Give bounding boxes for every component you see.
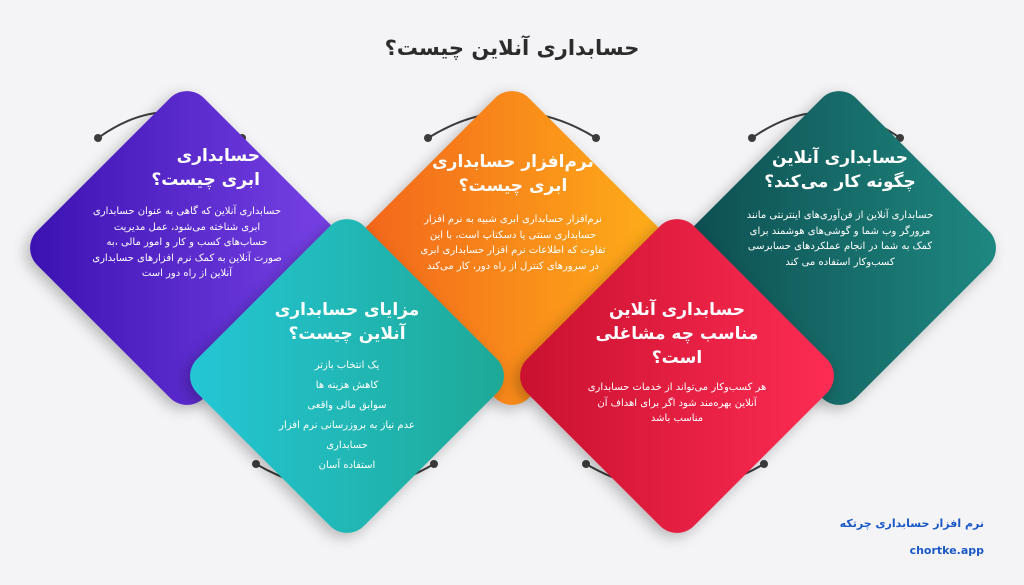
card-cloud-title-line2: ابری چیست؟ [151,170,260,190]
card-how-title-line1: حسابداری آنلاین [771,148,909,168]
card-cloud-text: حسابداری آنلاین که گاهی به عنوان حسابدار… [92,206,282,279]
card-jobs-text: هر کسب‌وکار می‌تواند از خدمات حسابداری آ… [587,382,767,424]
card-jobs-title-line3: است؟ [651,348,703,368]
card-benefits: مزایای حسابداری آنلاین چیست؟ یک انتخاب ب… [252,298,442,476]
card-benefits-title-line1: مزایای حسابداری [274,300,420,320]
card-software-title-line1: نرم‌افزار حسابداری [432,152,594,172]
card-cloud-software: نرم‌افزار حسابداری ابری چیست؟ نرم‌افزار … [418,150,608,274]
card-cloud-title-line1: حسابداری [176,146,260,166]
benefit-item: سوابق مالی واقعی [307,400,387,411]
page-title: حسابداری آنلاین چیست؟ [384,36,640,60]
card-jobs-title-line2: مناسب چه مشاغلی [595,324,759,344]
card-software-title: نرم‌افزار حسابداری ابری چیست؟ [418,150,608,198]
card-jobs-title-line1: حسابداری آنلاین [608,300,746,320]
card-how-title: حسابداری آنلاین چگونه کار می‌کند؟ [745,146,935,194]
card-jobs-title: حسابداری آنلاین مناسب چه مشاغلی است؟ [582,298,772,370]
benefit-item: حسابداری [326,440,368,451]
benefit-item: یک انتخاب بازتر [314,360,380,371]
card-how-title-line2: چگونه کار می‌کند؟ [764,172,916,192]
benefits-list: یک انتخاب بازتر کاهش هزینه ها سوابق مالی… [252,356,442,476]
card-cloud-accounting: حسابداری ابری چیست؟ حسابداری آنلاین که گ… [92,144,282,282]
card-benefits-title: مزایای حسابداری آنلاین چیست؟ [252,298,442,346]
card-how-text: حسابداری آنلاین از فن‌آوری‌های اینترنتی … [746,210,934,268]
footer-url[interactable]: chortke.app [909,544,984,557]
benefit-item: عدم نیاز به بروزرسانی نرم افزار [279,420,415,431]
card-software-text: نرم‌افزار حسابداری ابری شبیه به نرم افزا… [420,214,606,272]
footer-brand: نرم افزار حسابداری چرتکه [839,517,984,530]
benefit-item: استفاده آسان [318,460,376,471]
card-cloud-title: حسابداری ابری چیست؟ [92,144,282,192]
card-suitable-jobs: حسابداری آنلاین مناسب چه مشاغلی است؟ هر … [582,298,772,427]
card-software-title-line2: ابری چیست؟ [458,176,568,196]
card-how-it-works: حسابداری آنلاین چگونه کار می‌کند؟ حسابدا… [745,146,935,270]
footer: نرم افزار حسابداری چرتکه chortke.app [840,517,984,557]
benefit-item: کاهش هزینه ها [315,380,379,391]
card-benefits-title-line2: آنلاین چیست؟ [288,324,406,344]
